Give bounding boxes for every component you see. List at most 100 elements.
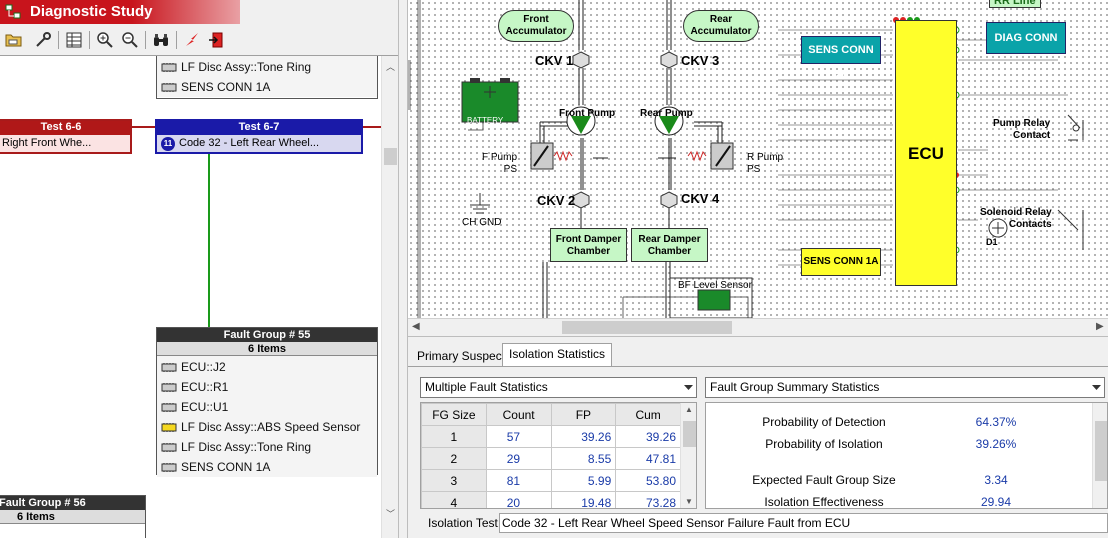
scroll-down-icon[interactable]: ▼ bbox=[685, 497, 693, 506]
isolation-test-field[interactable]: Code 32 - Left Rear Wheel Speed Sensor F… bbox=[499, 513, 1108, 533]
rr-line-box[interactable]: RR Line bbox=[989, 0, 1041, 8]
rear-accumulator[interactable]: Rear Accumulator bbox=[683, 10, 759, 42]
scroll-thumb[interactable] bbox=[1095, 421, 1107, 481]
diagram-horizontal-scrollbar[interactable]: ◀ ▶ bbox=[408, 318, 1108, 336]
test-node-6-7[interactable]: Test 6-7 11 Code 32 - Left Rear Wheel... bbox=[155, 119, 363, 154]
table-row[interactable]: 1 57 39.26 39.26 bbox=[421, 425, 681, 448]
r-pump-ps-label: R Pump PS bbox=[747, 152, 784, 175]
sens-conn-2a[interactable]: SENS CONN 2A bbox=[801, 36, 881, 82]
rear-damper-chamber[interactable]: Rear Damper Chamber bbox=[631, 228, 708, 262]
fault-size-table[interactable]: FG Size Count FP Cum 1 57 39.26 39.26 2 … bbox=[420, 402, 697, 509]
ckv2-label: CKV 2 bbox=[537, 193, 576, 208]
component-icon bbox=[161, 363, 177, 372]
sens-conn-1a[interactable]: SENS CONN 1A bbox=[801, 248, 881, 276]
fault-group-title: Fault Group # 56 bbox=[0, 496, 145, 510]
pane-splitter[interactable] bbox=[398, 0, 408, 538]
fault-group-count: 6 Items bbox=[0, 510, 145, 524]
scroll-up-icon[interactable]: ▲ bbox=[685, 405, 693, 414]
pump-relay-label: Pump Relay Contact bbox=[993, 118, 1051, 141]
zoom-out-button[interactable] bbox=[119, 29, 141, 51]
tab-primary-suspects[interactable]: Primary Suspects bbox=[417, 349, 512, 363]
ecu-block[interactable]: ECU bbox=[895, 20, 957, 286]
grid-icon bbox=[66, 32, 82, 48]
d1-label: D1 bbox=[986, 237, 998, 247]
stat-value: 29.94 bbox=[980, 495, 1012, 509]
list-item[interactable]: ECU::U1 bbox=[157, 397, 377, 417]
toolbar bbox=[0, 26, 400, 54]
multiple-fault-stats-select[interactable]: Multiple Fault Statistics bbox=[420, 377, 697, 398]
zoom-out-icon bbox=[122, 32, 138, 48]
scroll-down-icon[interactable]: ﹀ bbox=[386, 509, 396, 519]
schematic-diagram[interactable]: Front Accumulator Rear Accumulator CKV 1… bbox=[408, 0, 1108, 318]
list-item[interactable]: LF Disc Assy::ABS Speed Sensor bbox=[157, 417, 377, 437]
flash-button[interactable] bbox=[181, 29, 203, 51]
component-icon bbox=[161, 463, 177, 472]
isolation-test-label: Isolation Test: bbox=[428, 516, 502, 530]
table-row[interactable]: 3 81 5.99 53.80 bbox=[421, 469, 681, 492]
column-header[interactable]: FG Size bbox=[421, 403, 487, 426]
front-accumulator[interactable]: Front Accumulator bbox=[498, 10, 574, 42]
table-header-row: FG Size Count FP Cum bbox=[421, 403, 681, 426]
scroll-left-icon[interactable]: ◀ bbox=[412, 321, 420, 332]
fault-tree-view[interactable]: LF Disc Assy::Tone Ring SENS CONN 1A Tes… bbox=[0, 55, 398, 538]
diag-conn[interactable]: DIAG CONN bbox=[986, 22, 1066, 54]
list-item[interactable]: LF Disc Assy::Tone Ring bbox=[157, 437, 377, 457]
fault-group-55[interactable]: Fault Group # 55 6 Items ECU::J2 ECU::R1… bbox=[156, 327, 378, 477]
stat-label: Isolation Effectiveness bbox=[764, 495, 884, 509]
suspect-component-icon bbox=[161, 423, 177, 432]
scroll-right-icon[interactable]: ▶ bbox=[1096, 321, 1104, 332]
component-icon bbox=[161, 83, 177, 92]
list-item[interactable]: ECU::R1 bbox=[157, 377, 377, 397]
binoculars-icon bbox=[154, 34, 168, 46]
front-pump-label: Front Pump bbox=[559, 108, 616, 119]
scroll-up-icon[interactable]: ︿ bbox=[386, 62, 396, 72]
stats-vertical-scrollbar[interactable] bbox=[1092, 403, 1107, 508]
window-title: Diagnostic Study bbox=[30, 3, 153, 20]
test-node-6-6[interactable]: Test 6-6 Right Front Whe... bbox=[0, 119, 132, 154]
scroll-thumb[interactable] bbox=[683, 421, 696, 447]
f-pump-ps-label: F Pump PS bbox=[482, 152, 518, 175]
table-row[interactable]: 4 20 19.48 73.28 bbox=[421, 491, 681, 508]
flash-icon bbox=[186, 33, 198, 46]
schematic-wiring bbox=[408, 0, 1084, 318]
app-icon bbox=[5, 4, 21, 19]
ckv3-label: CKV 3 bbox=[681, 53, 720, 68]
list-item[interactable]: LF Disc Assy::Tone Ring bbox=[157, 57, 377, 77]
stat-label: Probability of Isolation bbox=[765, 437, 883, 451]
test-node-text: Code 32 - Left Rear Wheel... bbox=[179, 137, 320, 149]
find-button[interactable] bbox=[150, 29, 172, 51]
zoom-in-button[interactable] bbox=[94, 29, 116, 51]
list-item[interactable]: SENS CONN 1A bbox=[157, 457, 377, 477]
settings-icon bbox=[36, 32, 51, 47]
column-header[interactable]: Cum bbox=[615, 403, 681, 426]
settings-button[interactable] bbox=[32, 29, 54, 51]
exit-button[interactable] bbox=[205, 29, 227, 51]
stat-value: 39.26% bbox=[975, 437, 1017, 451]
tab-isolation-statistics[interactable]: Isolation Statistics bbox=[502, 343, 613, 367]
test-node-title: Test 6-7 bbox=[157, 121, 361, 135]
table-vertical-scrollbar[interactable]: ▲ ▼ bbox=[680, 403, 696, 508]
scroll-thumb[interactable] bbox=[384, 148, 397, 165]
fault-group-node-top[interactable]: LF Disc Assy::Tone Ring SENS CONN 1A bbox=[156, 56, 378, 99]
rear-pump-label: Rear Pump bbox=[640, 108, 693, 119]
open-button[interactable] bbox=[3, 29, 25, 51]
zoom-in-icon bbox=[97, 32, 113, 48]
tree-vertical-scrollbar[interactable]: ︿ ﹀ bbox=[381, 56, 398, 538]
front-damper-chamber[interactable]: Front Damper Chamber bbox=[550, 228, 627, 262]
fault-group-56[interactable]: Fault Group # 56 6 Items bbox=[0, 495, 146, 538]
component-icon bbox=[161, 403, 177, 412]
title-bar: Diagnostic Study bbox=[0, 0, 240, 24]
test-node-title: Test 6-6 bbox=[0, 121, 130, 135]
list-item[interactable]: SENS CONN 1A bbox=[157, 77, 377, 97]
column-header[interactable]: Count bbox=[485, 403, 552, 426]
stat-label: Probability of Detection bbox=[762, 415, 886, 429]
summary-stats-panel: Probability of Detection 64.37% Probabil… bbox=[705, 402, 1108, 509]
column-header[interactable]: FP bbox=[550, 403, 617, 426]
fault-group-summary-select[interactable]: Fault Group Summary Statistics bbox=[705, 377, 1105, 398]
pass-link-line bbox=[208, 154, 210, 328]
list-item[interactable]: ECU::J2 bbox=[157, 357, 377, 377]
scroll-thumb[interactable] bbox=[562, 321, 732, 334]
grid-button[interactable] bbox=[63, 29, 85, 51]
solenoid-relay-label: Solenoid Relay Contacts bbox=[980, 207, 1052, 230]
table-row[interactable]: 2 29 8.55 47.81 bbox=[421, 447, 681, 470]
